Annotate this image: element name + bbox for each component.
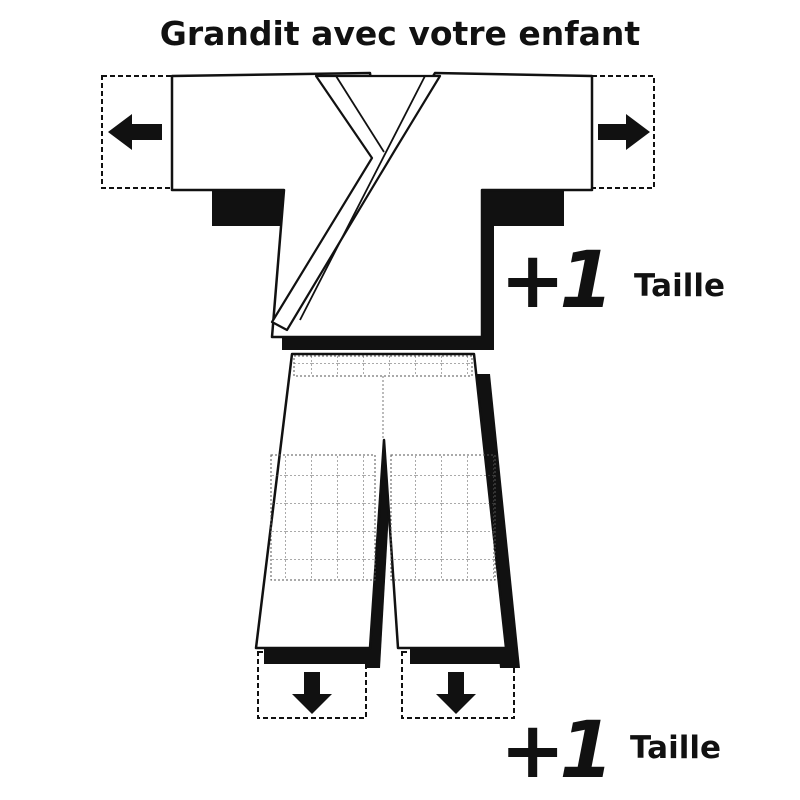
arrow-left-icon xyxy=(108,114,162,150)
diagram-title: Grandit avec votre enfant xyxy=(159,14,641,53)
size-increase-amount: +1 xyxy=(500,236,614,326)
pants-hem-extension-right xyxy=(410,648,518,664)
pants-extension-shadow xyxy=(474,374,520,668)
pants-extension-box-right xyxy=(401,651,515,719)
jacket-sleeve-extension-left xyxy=(212,190,284,226)
jacket-lapel xyxy=(270,74,442,332)
size-increase-amount: +1 xyxy=(500,706,614,796)
arrow-down-icon xyxy=(436,672,476,714)
arrow-right-icon xyxy=(598,114,650,150)
pants-extension-box-left xyxy=(257,651,367,719)
sleeve-extension-box-right xyxy=(591,75,655,189)
size-increase-label: Taille xyxy=(634,268,725,304)
knee-patch-left xyxy=(270,454,376,581)
pants-waistband xyxy=(293,355,473,377)
pants-hem-extension-left xyxy=(264,648,370,664)
size-increase-label: Taille xyxy=(630,730,721,766)
knee-patch-right xyxy=(390,454,496,581)
jacket-sleeve-extension-right xyxy=(484,190,564,226)
arrow-down-icon xyxy=(292,672,332,714)
jacket-hem-extension xyxy=(282,336,494,350)
sleeve-extension-box-left xyxy=(101,75,173,189)
